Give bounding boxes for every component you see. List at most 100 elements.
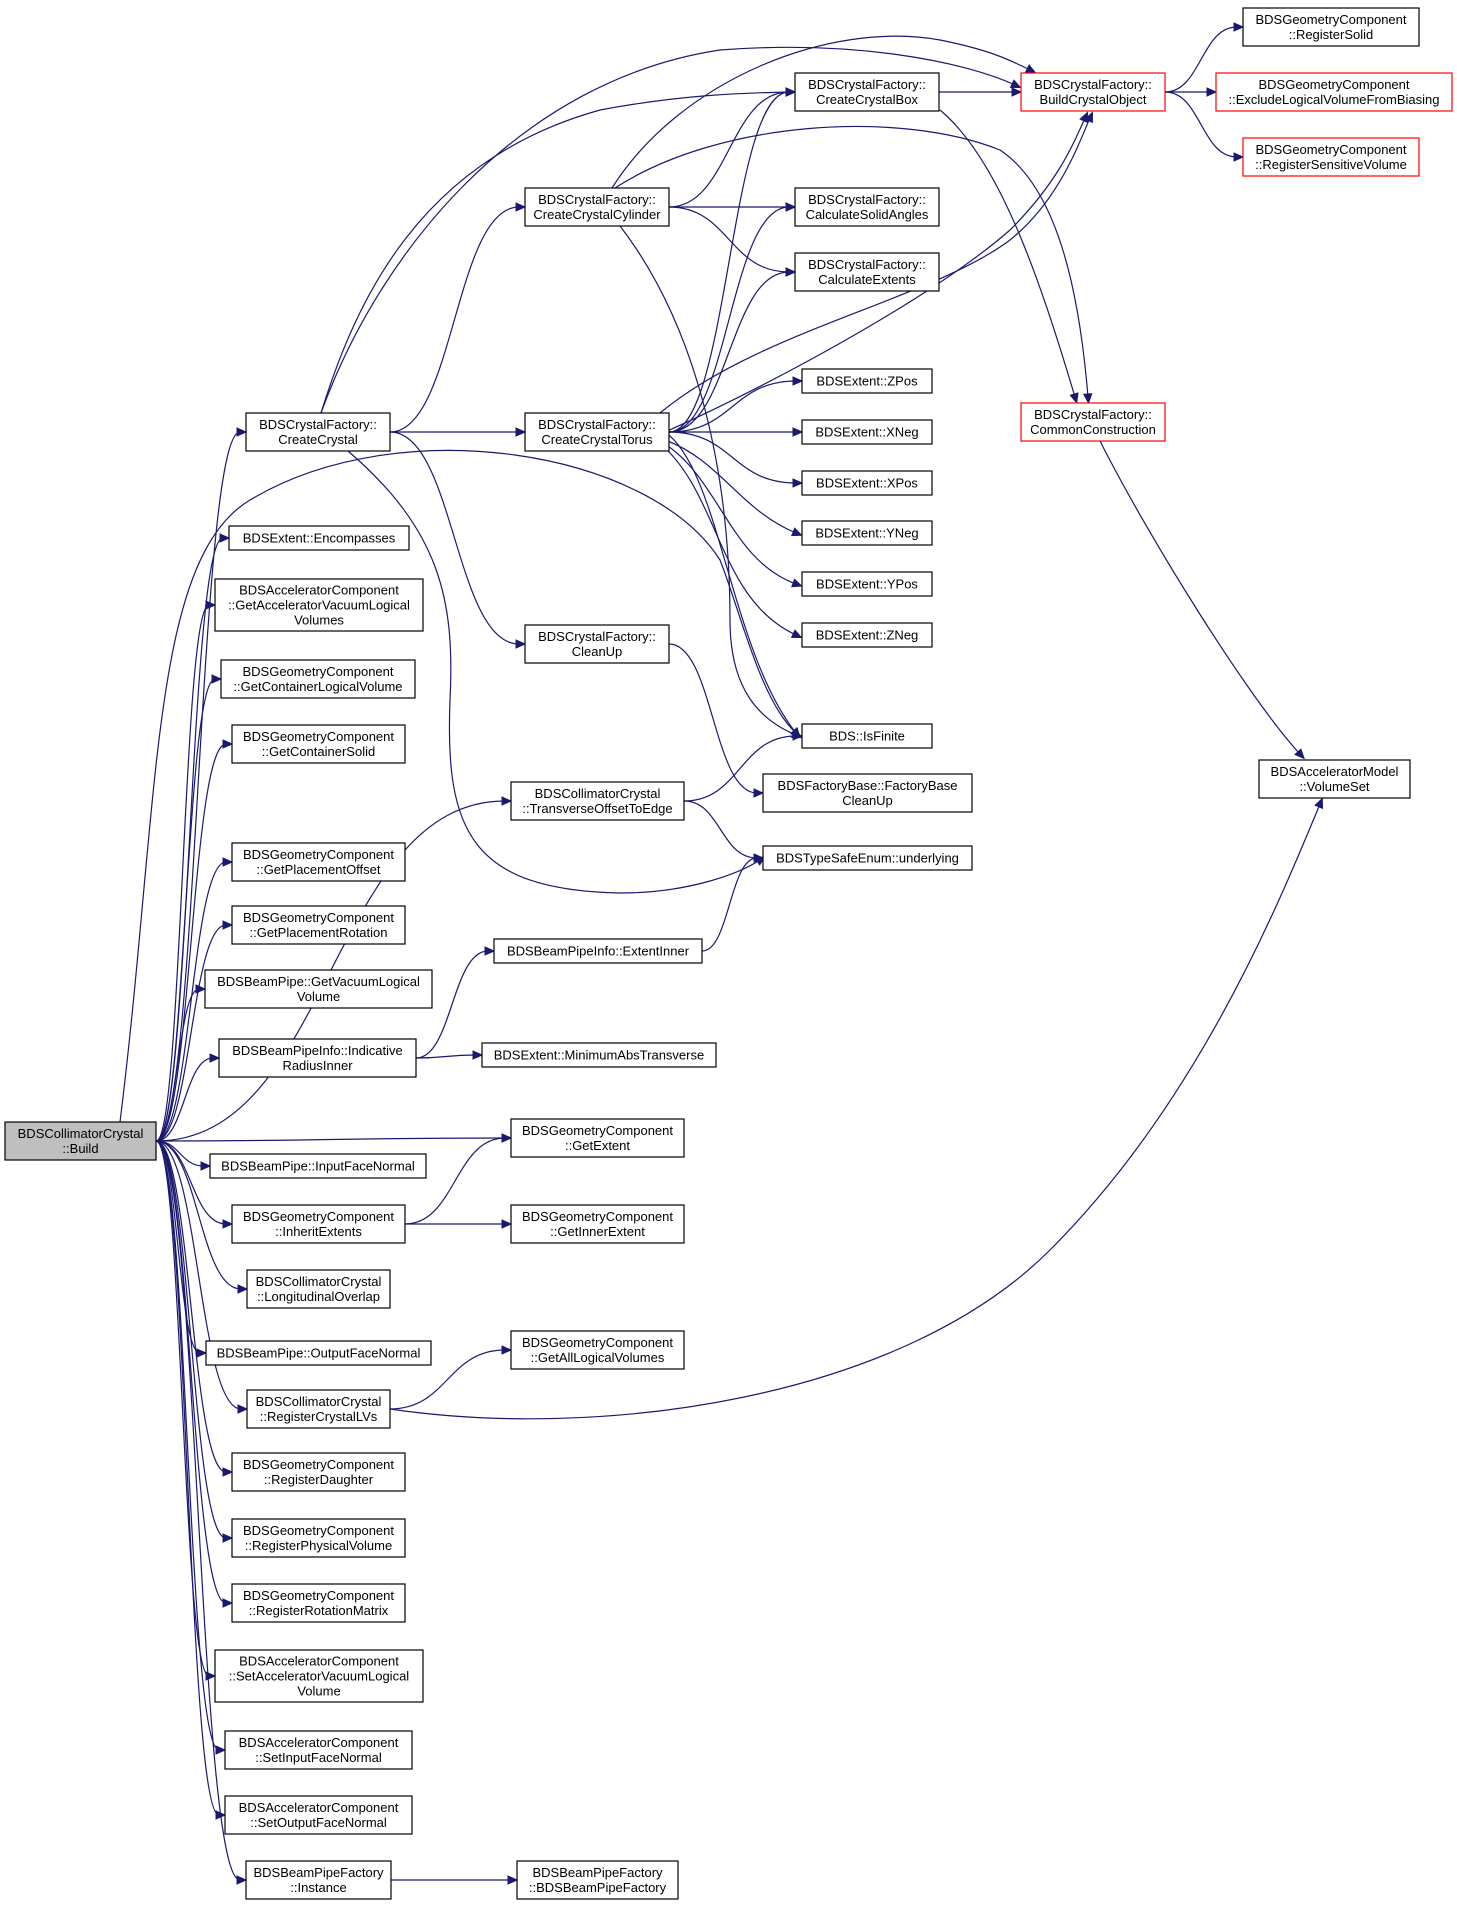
node-box <box>205 1340 432 1366</box>
node-label: BDSGeometryComponent <box>243 910 394 925</box>
edge-line <box>664 439 797 534</box>
edge-inherit-extents-to-get-extent <box>404 1133 513 1225</box>
edge-line <box>119 449 797 1123</box>
node-register-pv[interactable]: BDSGeometryComponent::RegisterPhysicalVo… <box>231 1518 406 1558</box>
node-box <box>1242 137 1420 177</box>
node-get-placement-rotation[interactable]: BDSGeometryComponent::GetPlacementRotati… <box>231 905 406 945</box>
node-create-crystal[interactable]: BDSCrystalFactory::CreateCrystal <box>245 412 391 452</box>
node-label: BDSAcceleratorComponent <box>239 1800 399 1815</box>
node-create-torus[interactable]: BDSCrystalFactory::CreateCrystalTorus <box>524 412 670 452</box>
node-longitudinal-overlap[interactable]: BDSCollimatorCrystal::LongitudinalOverla… <box>246 1269 391 1309</box>
node-calc-extents[interactable]: BDSCrystalFactory::CalculateExtents <box>794 252 940 292</box>
node-get-acc-vac[interactable]: BDSAcceleratorComponent::GetAcceleratorV… <box>214 578 424 632</box>
node-inherit-extents[interactable]: BDSGeometryComponent::InheritExtents <box>231 1204 406 1244</box>
node-label: CreateCrystal <box>278 432 358 447</box>
node-get-placement-offset[interactable]: BDSGeometryComponent::GetPlacementOffset <box>231 842 406 882</box>
node-zneg[interactable]: BDSExtent::ZNeg <box>801 622 933 648</box>
node-register-crystal-lvs[interactable]: BDSCollimatorCrystal::RegisterCrystalLVs <box>246 1389 391 1429</box>
node-get-container-solid[interactable]: BDSGeometryComponent::GetContainerSolid <box>231 724 406 764</box>
node-label: BDSCrystalFactory:: <box>538 629 656 644</box>
node-get-extent[interactable]: BDSGeometryComponent::GetExtent <box>510 1118 685 1158</box>
node-create-cylinder[interactable]: BDSCrystalFactory::CreateCrystalCylinder <box>524 187 670 227</box>
edge-line <box>155 1140 227 1604</box>
node-exclude-lv-biasing[interactable]: BDSGeometryComponent::ExcludeLogicalVolu… <box>1215 72 1453 112</box>
edge-create-torus-to-calc-solid-angles <box>668 202 797 433</box>
edge-create-torus-to-yneg <box>664 439 803 537</box>
edge-line <box>389 1349 506 1410</box>
node-label: BDSBeamPipeFactory <box>532 1865 663 1880</box>
node-label: BDSGeometryComponent <box>522 1335 673 1350</box>
node-common-construction[interactable]: BDSCrystalFactory::CommonConstruction <box>1020 402 1166 442</box>
arrowhead <box>1233 22 1245 32</box>
node-calc-solid-angles[interactable]: BDSCrystalFactory::CalculateSolidAngles <box>794 187 940 227</box>
node-encompasses[interactable]: BDSExtent::Encompasses <box>228 525 410 551</box>
node-build-crystal-object[interactable]: BDSCrystalFactory::BuildCrystalObject <box>1020 72 1166 112</box>
node-label: BDSGeometryComponent <box>1258 77 1409 92</box>
node-get-inner-extent[interactable]: BDSGeometryComponent::GetInnerExtent <box>510 1204 685 1244</box>
arrowhead <box>196 1348 208 1358</box>
node-transverse-offset[interactable]: BDSCollimatorCrystal::TransverseOffsetTo… <box>510 781 685 821</box>
node-root[interactable]: BDSCollimatorCrystal::Build <box>4 1121 157 1161</box>
edge-line <box>659 117 1091 414</box>
node-min-abs-transverse[interactable]: BDSExtent::MinimumAbsTransverse <box>481 1042 717 1068</box>
edge-build-crystal-object-to-exclude-lv-biasing <box>1165 87 1218 97</box>
node-set-input-face[interactable]: BDSAcceleratorComponent::SetInputFaceNor… <box>224 1730 413 1770</box>
node-label: BDSGeometryComponent <box>522 1209 673 1224</box>
node-box <box>1020 72 1166 112</box>
node-label: BDSBeamPipe::InputFaceNormal <box>221 1159 415 1174</box>
node-get-all-lvs[interactable]: BDSGeometryComponent::GetAllLogicalVolum… <box>510 1330 685 1370</box>
node-label: ::Instance <box>290 1880 346 1895</box>
node-extent-inner[interactable]: BDSBeamPipeInfo::ExtentInner <box>493 938 703 964</box>
edge-line <box>155 1140 227 1473</box>
node-label: ::GetExtent <box>565 1138 630 1153</box>
node-label: ::RegisterRotationMatrix <box>249 1603 389 1618</box>
node-set-output-face[interactable]: BDSAcceleratorComponent::SetOutputFaceNo… <box>224 1795 413 1835</box>
node-is-finite[interactable]: BDS::IsFinite <box>801 723 933 749</box>
node-register-rot[interactable]: BDSGeometryComponent::RegisterRotationMa… <box>231 1583 406 1623</box>
edge-root-to-get-placement-offset <box>155 857 234 1142</box>
arrowhead <box>515 639 527 649</box>
node-underlying[interactable]: BDSTypeSafeEnum::underlying <box>762 845 973 871</box>
node-yneg[interactable]: BDSExtent::YNeg <box>801 520 933 546</box>
arrowhead <box>1024 64 1037 74</box>
node-set-acc-vac[interactable]: BDSAcceleratorComponent::SetAcceleratorV… <box>214 1649 424 1703</box>
arrowhead <box>236 427 248 437</box>
node-label: Volume <box>297 989 340 1004</box>
node-label: BDSAcceleratorModel <box>1271 764 1399 779</box>
node-box <box>481 1042 717 1068</box>
edge-line <box>664 117 1086 433</box>
node-box <box>245 412 391 452</box>
node-label: BDSExtent::XNeg <box>815 425 918 440</box>
edge-line <box>155 1140 241 1881</box>
node-bpf-instance[interactable]: BDSBeamPipeFactory::Instance <box>245 1860 392 1900</box>
node-input-face-normal[interactable]: BDSBeamPipe::InputFaceNormal <box>209 1153 427 1179</box>
edge-line <box>155 1137 506 1142</box>
edge-extent-inner-to-underlying <box>701 853 765 952</box>
node-output-face-normal[interactable]: BDSBeamPipe::OutputFaceNormal <box>205 1340 432 1366</box>
node-register-sensitive[interactable]: BDSGeometryComponent::RegisterSensitiveV… <box>1242 137 1420 177</box>
node-label: ::RegisterSensitiveVolume <box>1255 157 1407 172</box>
node-label: BDSExtent::YPos <box>816 577 918 592</box>
node-ypos[interactable]: BDSExtent::YPos <box>801 571 933 597</box>
node-box <box>1258 759 1411 799</box>
node-register-solid[interactable]: BDSGeometryComponent::RegisterSolid <box>1242 7 1420 47</box>
edge-line <box>683 800 758 859</box>
node-zpos[interactable]: BDSExtent::ZPos <box>801 368 933 394</box>
node-cleanup[interactable]: BDSCrystalFactory::CleanUp <box>524 624 670 664</box>
node-xpos[interactable]: BDSExtent::XPos <box>801 470 933 496</box>
node-xneg[interactable]: BDSExtent::XNeg <box>801 419 933 445</box>
edge-create-torus-to-is-finite <box>664 431 801 739</box>
edge-line <box>668 91 790 208</box>
node-get-container-lv[interactable]: BDSGeometryComponent::GetContainerLogica… <box>220 659 416 699</box>
node-register-daughter[interactable]: BDSGeometryComponent::RegisterDaughter <box>231 1452 406 1492</box>
node-bpf-ctor[interactable]: BDSBeamPipeFactory::BDSBeamPipeFactory <box>516 1860 679 1900</box>
node-create-box[interactable]: BDSCrystalFactory::CreateCrystalBox <box>794 72 940 112</box>
node-volume-set[interactable]: BDSAcceleratorModel::VolumeSet <box>1258 759 1411 799</box>
edge-create-torus-to-ypos <box>664 443 803 588</box>
node-box <box>246 1389 391 1429</box>
arrowhead <box>211 674 223 684</box>
node-box <box>1215 72 1453 112</box>
